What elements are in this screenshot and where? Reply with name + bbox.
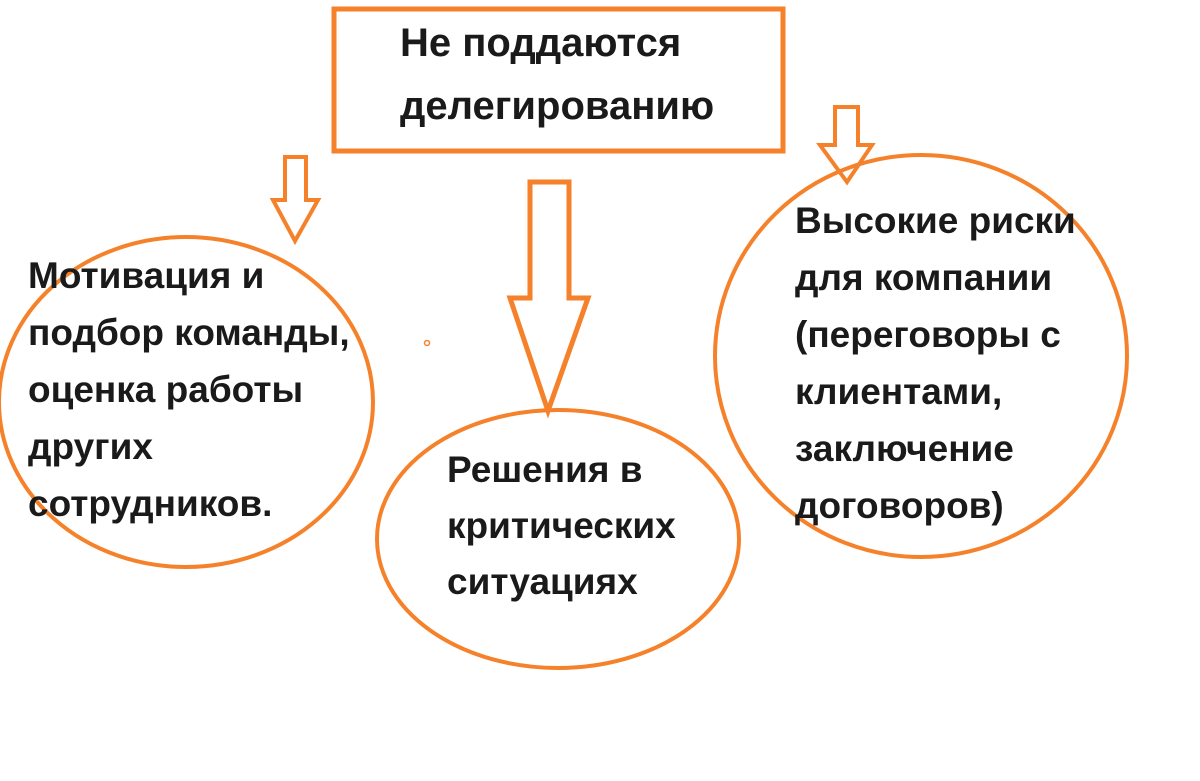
node-right-line-4: клиентами, [795, 371, 1002, 412]
node-left-ellipse [0, 235, 375, 569]
stray-dot [423, 339, 431, 347]
node-right-line-1: Высокие риски [795, 200, 1076, 241]
node-left-text: Мотивация и подбор команды, оценка работ… [28, 255, 360, 524]
node-center-line-2: критических [447, 505, 676, 546]
node-center-line-1: Решения в [447, 449, 642, 490]
node-right-text: Высокие риски для компании (переговоры с… [795, 200, 1086, 526]
node-left-line-4: других [28, 426, 153, 467]
node-center-line-3: ситуациях [447, 561, 638, 602]
node-left-line-2: подбор команды, [28, 312, 350, 353]
title-text: Не поддаются делегированию [400, 21, 714, 128]
node-center-text: Решения в критических ситуациях [447, 449, 686, 602]
node-right-line-5: заключение [795, 428, 1014, 469]
title-box [331, 6, 786, 154]
title-line-2: делегированию [400, 84, 714, 128]
node-left-line-1: Мотивация и [28, 255, 264, 296]
node-left-line-3: оценка работы [28, 369, 303, 410]
node-right-ellipse [713, 153, 1129, 559]
node-right-line-2: для компании [795, 257, 1052, 298]
node-right-line-3: (переговоры с [795, 314, 1061, 355]
node-center-ellipse [375, 408, 741, 670]
node-left-line-5: сотрудников. [28, 483, 272, 524]
arrow-to-left [269, 155, 322, 246]
arrow-to-center [506, 179, 592, 419]
title-line-1: Не поддаются [400, 21, 681, 65]
node-right-line-6: договоров) [795, 485, 1004, 526]
